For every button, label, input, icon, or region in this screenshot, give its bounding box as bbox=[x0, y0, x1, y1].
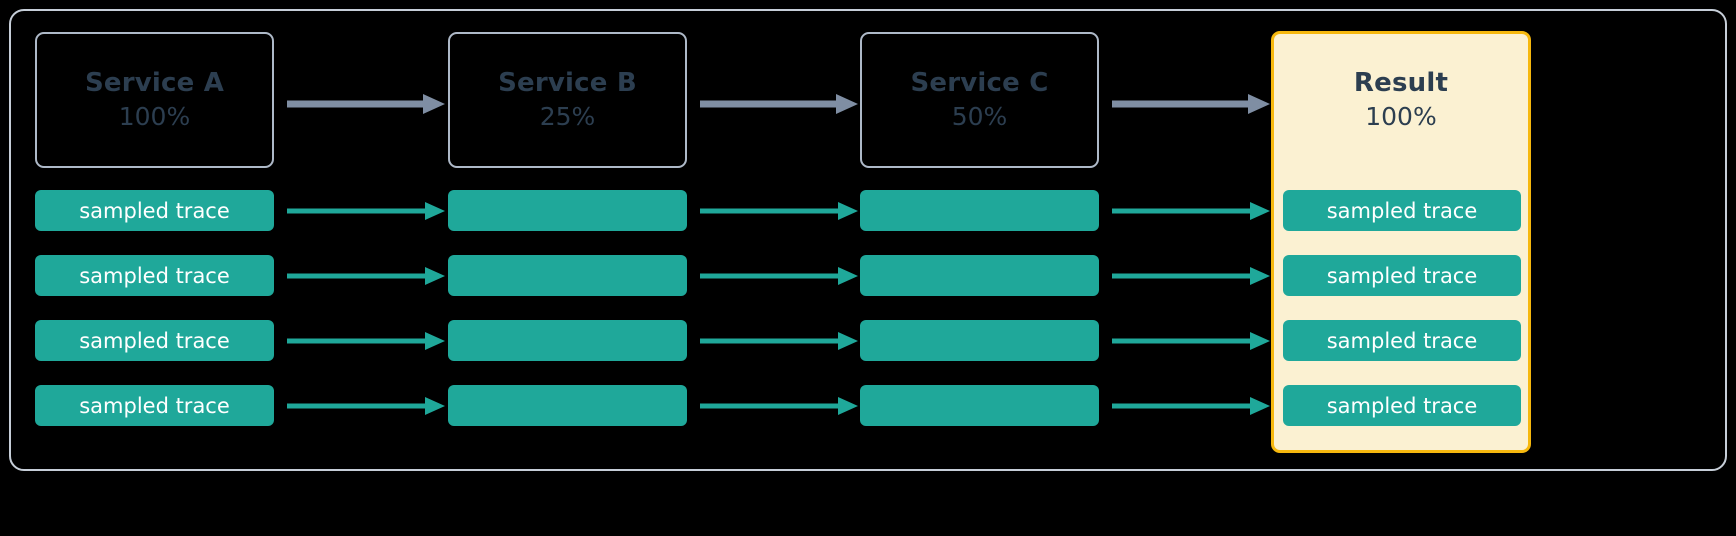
trace-flow-arrow-r3g1 bbox=[700, 395, 858, 417]
trace-label: sampled trace bbox=[1326, 393, 1478, 418]
trace-bar-r2c1[interactable] bbox=[448, 320, 687, 361]
service-percent-1: 25% bbox=[539, 101, 596, 131]
arrow-right-icon bbox=[700, 93, 858, 115]
service-percent-3: 100% bbox=[1365, 101, 1437, 131]
service-box-2[interactable]: Service C 50% bbox=[860, 32, 1099, 168]
trace-flow-arrow-r2g0 bbox=[287, 330, 445, 352]
arrow-right-icon bbox=[700, 330, 858, 352]
service-box-1[interactable]: Service B 25% bbox=[448, 32, 687, 168]
trace-flow-arrow-r1g2 bbox=[1112, 265, 1270, 287]
trace-label: sampled trace bbox=[79, 198, 230, 223]
diagram-outer-frame bbox=[9, 9, 1727, 471]
trace-bar-r2c2[interactable] bbox=[860, 320, 1099, 361]
service-flow-arrow-2 bbox=[1112, 93, 1270, 115]
trace-flow-arrow-r0g2 bbox=[1112, 200, 1270, 222]
trace-flow-arrow-r3g0 bbox=[287, 395, 445, 417]
trace-bar-r1c0[interactable]: sampled trace bbox=[35, 255, 274, 296]
trace-flow-arrow-r2g2 bbox=[1112, 330, 1270, 352]
trace-label: sampled trace bbox=[79, 328, 230, 353]
service-box-3[interactable]: Result 100% bbox=[1272, 32, 1530, 168]
trace-bar-r3c2[interactable] bbox=[860, 385, 1099, 426]
arrow-right-icon bbox=[1112, 330, 1270, 352]
trace-label: sampled trace bbox=[1326, 263, 1478, 288]
arrow-right-icon bbox=[287, 395, 445, 417]
service-box-0[interactable]: Service A 100% bbox=[35, 32, 274, 168]
trace-bar-r2c0[interactable]: sampled trace bbox=[35, 320, 274, 361]
arrow-right-icon bbox=[700, 265, 858, 287]
trace-flow-arrow-r3g2 bbox=[1112, 395, 1270, 417]
result-highlight-panel bbox=[1271, 31, 1531, 453]
trace-bar-r1c2[interactable] bbox=[860, 255, 1099, 296]
arrow-right-icon bbox=[287, 265, 445, 287]
trace-bar-r0c3[interactable]: sampled trace bbox=[1283, 190, 1521, 231]
service-name-1: Service B bbox=[498, 67, 637, 98]
arrow-right-icon bbox=[700, 200, 858, 222]
trace-flow-arrow-r1g0 bbox=[287, 265, 445, 287]
trace-bar-r1c3[interactable]: sampled trace bbox=[1283, 255, 1521, 296]
trace-bar-r3c1[interactable] bbox=[448, 385, 687, 426]
service-name-2: Service C bbox=[910, 67, 1049, 98]
trace-bar-r2c3[interactable]: sampled trace bbox=[1283, 320, 1521, 361]
trace-bar-r0c2[interactable] bbox=[860, 190, 1099, 231]
trace-label: sampled trace bbox=[1326, 198, 1478, 223]
trace-bar-r0c0[interactable]: sampled trace bbox=[35, 190, 274, 231]
trace-flow-arrow-r0g1 bbox=[700, 200, 858, 222]
arrow-right-icon bbox=[1112, 200, 1270, 222]
arrow-right-icon bbox=[1112, 93, 1270, 115]
arrow-right-icon bbox=[287, 93, 445, 115]
trace-bar-r3c3[interactable]: sampled trace bbox=[1283, 385, 1521, 426]
arrow-right-icon bbox=[1112, 395, 1270, 417]
service-flow-arrow-1 bbox=[700, 93, 858, 115]
arrow-right-icon bbox=[1112, 265, 1270, 287]
trace-label: sampled trace bbox=[1326, 328, 1478, 353]
service-name-3: Result bbox=[1353, 67, 1449, 98]
arrow-right-icon bbox=[287, 200, 445, 222]
service-percent-0: 100% bbox=[118, 101, 191, 131]
trace-label: sampled trace bbox=[79, 393, 230, 418]
service-percent-2: 50% bbox=[951, 101, 1008, 131]
trace-bar-r0c1[interactable] bbox=[448, 190, 687, 231]
trace-flow-arrow-r2g1 bbox=[700, 330, 858, 352]
arrow-right-icon bbox=[700, 395, 858, 417]
trace-bar-r1c1[interactable] bbox=[448, 255, 687, 296]
service-name-0: Service A bbox=[84, 67, 225, 98]
trace-flow-arrow-r0g0 bbox=[287, 200, 445, 222]
service-flow-arrow-0 bbox=[287, 93, 445, 115]
trace-label: sampled trace bbox=[79, 263, 230, 288]
trace-bar-r3c0[interactable]: sampled trace bbox=[35, 385, 274, 426]
arrow-right-icon bbox=[287, 330, 445, 352]
trace-flow-arrow-r1g1 bbox=[700, 265, 858, 287]
